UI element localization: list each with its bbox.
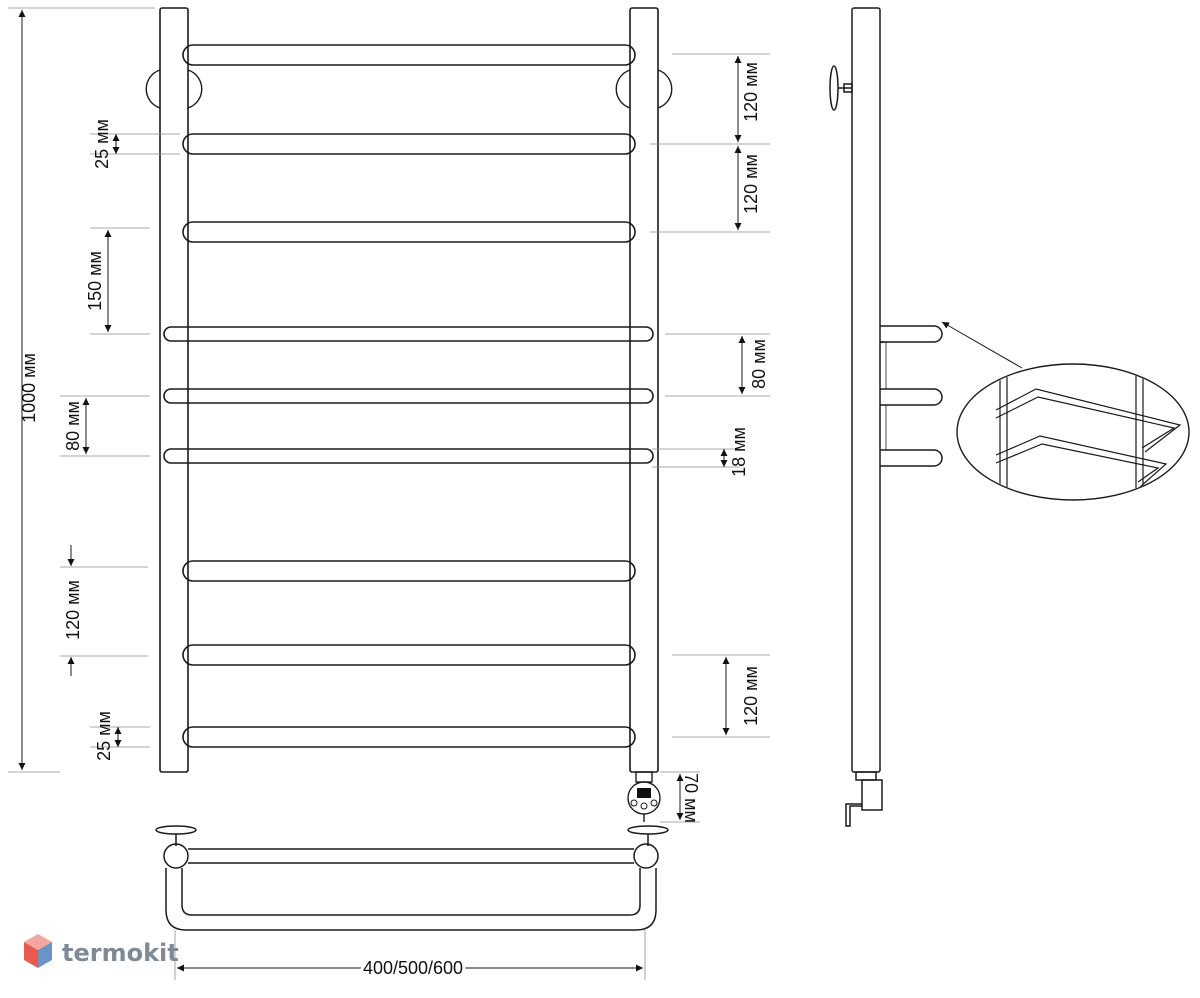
rail-6 [163,448,654,464]
top-view [155,825,669,931]
dim-tube-diameter: 18 мм [729,427,749,477]
front-view [145,7,673,822]
dim-heater-height: 70 мм [681,773,701,823]
rail-9 [182,726,636,748]
dim-mid-pitch-left: 80 мм [63,401,83,451]
dim-mid-pitch-right: 80 мм [749,339,769,389]
dim-pitch-top-1: 120 мм [741,62,761,122]
dim-total-height: 1000 мм [19,353,39,423]
detail-view [956,363,1190,501]
u-shelf [165,868,657,931]
dim-width: 400/500/600 [363,958,463,978]
rail-8 [182,644,636,666]
rails-lower [182,560,636,748]
rail-3 [182,221,636,243]
rail-1 [182,44,636,66]
heater-display [637,788,651,798]
side-view [829,7,943,827]
dimension-labels: 1000 мм 25 мм 150 мм 80 мм 120 мм 25 мм … [19,62,769,981]
wall-mount-left [145,69,161,109]
dim-collector-bottom: 25 мм [94,711,114,761]
side-collector [851,7,881,773]
collector-top-left [163,843,189,869]
rail-2 [182,133,636,155]
wall-mount-left-inner [187,69,203,109]
rail-4 [163,326,654,342]
wall-mount-right [615,69,631,109]
dim-pitch-left-lower: 120 мм [63,580,83,640]
logo-cube-icon [24,934,52,968]
rails-upper [182,44,636,243]
rail-7 [182,560,636,582]
detail-ellipse [956,363,1190,501]
dim-pitch-bottom: 120 мм [741,666,761,726]
collector-top-right [633,843,659,869]
dimension-lines [18,10,746,972]
detail-callout-arrow [941,321,1023,369]
brand-logo: termokit [24,934,179,968]
electric-heater [627,771,661,822]
side-heater-body [861,779,883,811]
wall-plate-left [155,825,197,835]
side-wall-plate [829,65,839,111]
dim-upper-gap: 150 мм [85,251,105,311]
wall-mount-right-inner [657,69,673,109]
rails-middle [163,326,654,464]
left-collector [159,7,189,773]
dim-pitch-top-2: 120 мм [741,154,761,214]
rail-5 [163,388,654,404]
wall-plate-right [627,825,669,835]
side-shelf-2 [880,388,943,406]
logo-text: termokit [62,939,179,967]
side-shelf-1 [880,325,943,343]
dim-collector-top: 25 мм [92,119,112,169]
side-shelf-3 [880,449,943,467]
